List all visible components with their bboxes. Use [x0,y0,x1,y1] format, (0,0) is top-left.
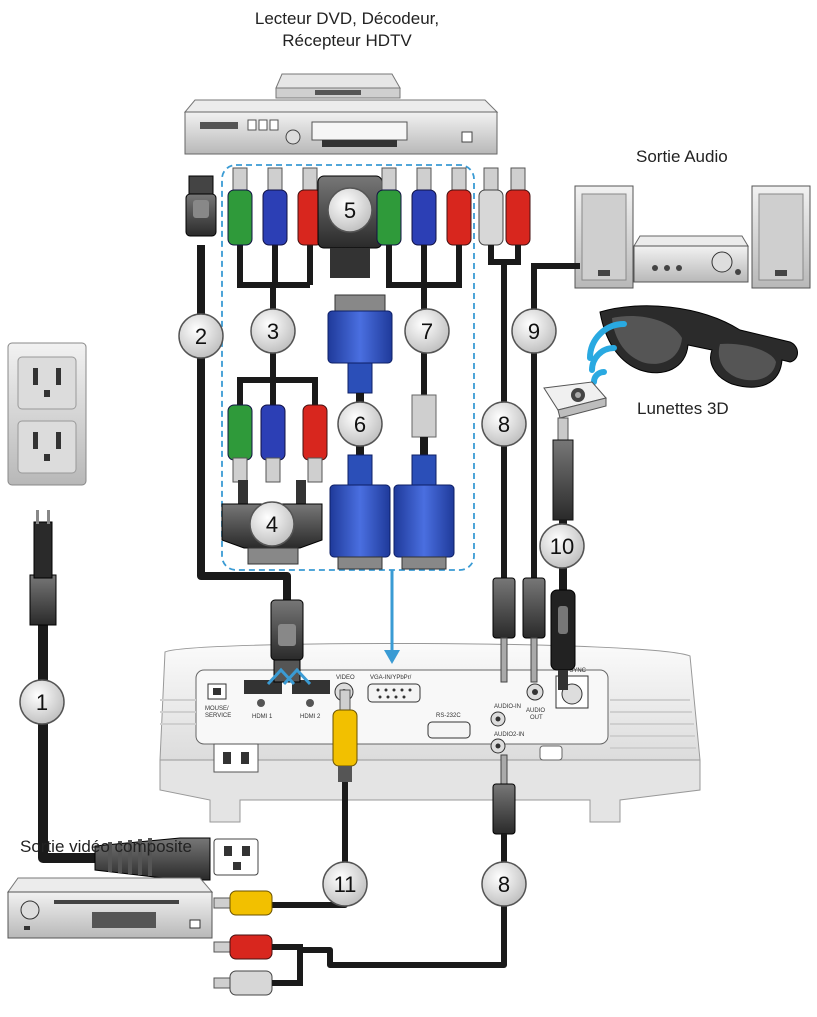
callout-badge-9: 9 [511,308,557,354]
callout-label: 2 [195,324,207,349]
callout-label: 3 [267,319,279,344]
component-vga-cable [376,167,472,570]
amplifier-icon [633,235,749,283]
callout-label: 4 [266,512,278,537]
port-label-hdmi1: HDMI 1 [252,714,273,720]
callout-badge-6: 6 [337,401,383,447]
ir-emitter-icon [543,381,607,521]
dvd-label-line2: Récepteur HDTV [282,31,412,51]
callout-label: 6 [354,412,366,437]
glasses-label: Lunettes 3D [637,399,729,418]
dvd-label-line1: Lecteur DVD, Décodeur, [254,9,440,28]
callout-badge-7: 7 [404,308,450,354]
vcr-icon [7,877,214,939]
hdmi-plug-bottom [270,599,304,683]
rca-plugs-top-left [227,167,323,246]
callout-badge-8-top: 8 [481,401,527,447]
3d-glasses-icon [599,305,798,388]
port-label-mouse: MOUSE/ [205,706,229,712]
wireless-signal-icon [587,321,627,385]
callout-label: 9 [528,319,540,344]
callout-label: 1 [36,690,48,715]
audio-out-label: Sortie Audio [636,147,728,166]
rca-plugs-vcr [213,890,303,996]
callout-badge-3: 3 [250,308,296,354]
dvd-player-icon [183,73,499,155]
port-label-service: SERVICE [205,713,231,719]
callout-label: 7 [421,319,433,344]
power-socket [213,838,259,876]
port-label-vga: VGA-IN/YPbPr/ [370,675,412,681]
port-label-video: VIDEO [336,675,355,681]
port-label-hdmi2: HDMI 2 [300,714,321,720]
callout-badge-11: 11 [322,861,368,907]
port-label-audio2-in: AUDIO2-IN [494,732,524,738]
callout-label: 8 [498,872,510,897]
callout-label: 10 [550,534,574,559]
hdmi-plug-top [185,175,217,237]
vga-arrow [266,570,400,686]
speaker-icon [751,185,811,289]
callout-badge-8-bottom: 8 [481,861,527,907]
audio-cable-bottom [300,754,516,968]
callout-label: 5 [344,198,356,223]
callout-badge-1: 1 [19,679,65,725]
callout-badge-2: 2 [178,313,224,359]
speaker-icon [574,185,634,289]
audio-cable-top [478,167,531,683]
port-label-audio-in: AUDIO-IN [494,704,521,710]
callout-label: 11 [334,872,357,897]
port-label-rs232: RS-232C [436,713,461,719]
wall-outlet-icon [7,342,87,486]
port-label-audio-out2: OUT [530,715,543,721]
callout-badge-4: 4 [249,501,295,547]
composite-label: Sortie vidéo composite [20,837,192,856]
callout-badge-10: 10 [539,523,585,569]
dvd-label: Lecteur DVD, Décodeur, Récepteur HDTV [232,8,462,52]
port-label-3d-sync: 3D SYNC [560,668,587,674]
callout-label: 8 [498,412,510,437]
audio-out-cable [522,263,580,683]
component-cables-group [221,164,475,571]
rca-plugs-mid [227,404,328,483]
callout-badge-5: 5 [327,187,373,233]
hdmi-cable [197,245,291,600]
port-label-audio-out: AUDIO [526,708,545,714]
